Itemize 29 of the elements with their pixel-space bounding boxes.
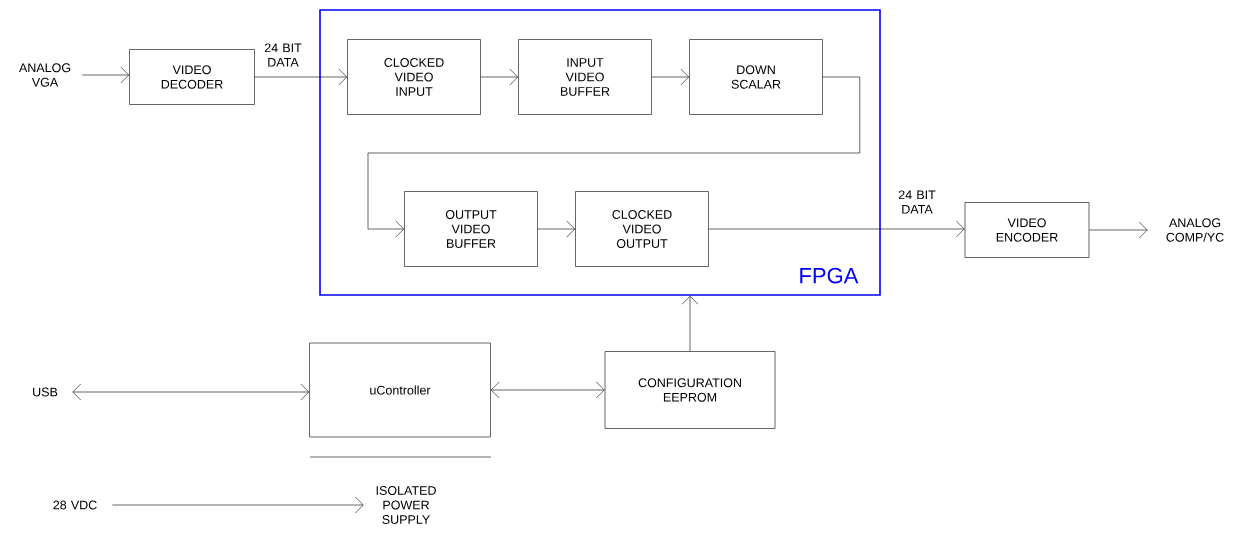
process-box: VIDEO ENCODER xyxy=(964,202,1090,258)
arrow xyxy=(112,496,364,514)
process-box: CONFIGURATION EEPROM xyxy=(604,351,776,429)
process-box: CLOCKED VIDEO INPUT xyxy=(347,39,481,115)
arrow xyxy=(537,220,576,238)
arrow xyxy=(708,220,965,238)
arrow xyxy=(82,66,130,84)
process-box: DOWN SCALAR xyxy=(689,39,823,115)
signal-label: ANALOG COMP/YC xyxy=(1166,218,1224,242)
signal-label: ISOLATED POWER SUPPLY xyxy=(376,486,436,524)
edge-label: 24 BIT DATA xyxy=(891,189,943,215)
process-box: OUTPUT VIDEO BUFFER xyxy=(404,191,538,267)
arrow xyxy=(490,381,605,399)
arrow xyxy=(367,76,861,238)
edge-label: 24 BIT DATA xyxy=(257,42,309,68)
process-box: VIDEO DECODER xyxy=(129,49,255,105)
signal-label: USB xyxy=(33,387,58,397)
signal-label: ANALOG VGA xyxy=(19,63,71,87)
process-box: INPUT VIDEO BUFFER xyxy=(518,39,652,115)
process-box: CLOCKED VIDEO OUTPUT xyxy=(575,191,709,267)
arrow xyxy=(651,68,690,86)
arrow xyxy=(254,68,348,86)
container-label: FPGA xyxy=(800,267,859,284)
process-box: uController xyxy=(309,342,491,438)
arrow xyxy=(1089,221,1148,239)
arrow xyxy=(681,295,699,352)
arrow xyxy=(72,383,310,401)
signal-label: 28 VDC xyxy=(53,500,97,510)
arrow xyxy=(480,68,519,86)
